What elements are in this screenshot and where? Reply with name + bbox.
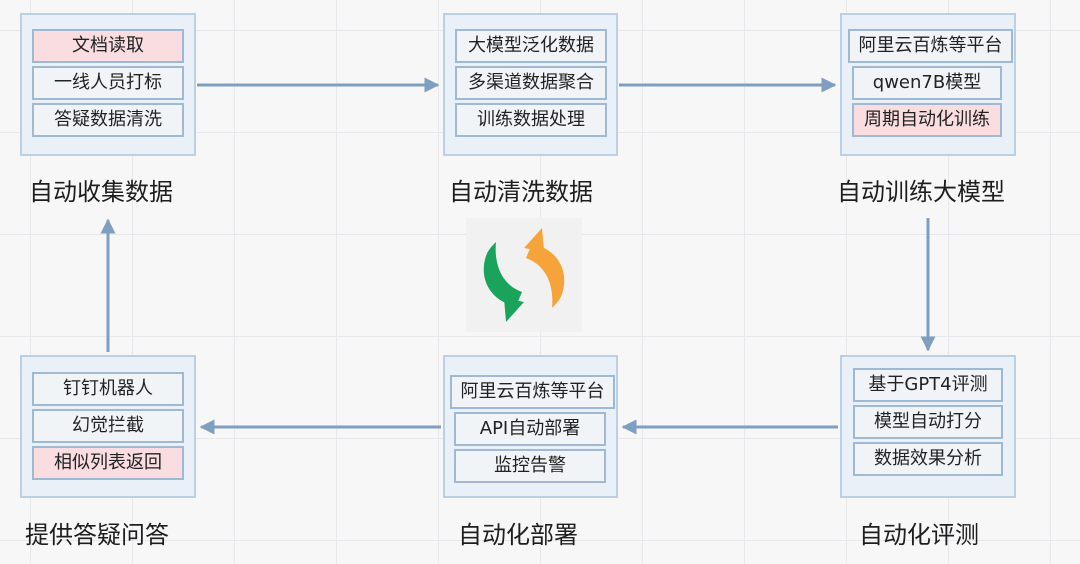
stage-item: 训练数据处理 [455,103,607,137]
stage-item: 基于GPT4评测 [853,368,1003,402]
stage-caption-collect: 自动收集数据 [29,178,173,206]
stage-item: 一线人员打标 [32,66,184,100]
stage-item: 相似列表返回 [32,446,184,480]
stage-item: 模型自动打分 [853,405,1003,439]
stage-item: 阿里云百炼等平台 [848,29,1013,63]
stage-caption-clean: 自动清洗数据 [449,178,593,206]
stage-item: 幻觉拦截 [32,409,184,443]
stage-item: 钉钉机器人 [32,372,184,406]
stage-item: 阿里云百炼等平台 [450,375,615,409]
stage-item: 答疑数据清洗 [32,103,184,137]
stage-item: 周期自动化训练 [852,103,1002,137]
stage-caption-train: 自动训练大模型 [837,178,1005,206]
stage-item: 数据效果分析 [853,442,1003,476]
stage-item: 监控告警 [454,449,606,483]
stage-item: 大模型泛化数据 [455,29,607,63]
stage-item: API自动部署 [454,412,606,446]
stage-caption-deploy: 自动化部署 [458,521,578,549]
stage-item: 多渠道数据聚合 [455,66,607,100]
stage-item: qwen7B模型 [852,66,1002,100]
stage-item: 文档读取 [32,29,184,63]
cycle-refresh-icon [466,218,582,332]
stage-caption-evaluate: 自动化评测 [859,521,979,549]
stage-caption-qa: 提供答疑问答 [25,521,169,549]
